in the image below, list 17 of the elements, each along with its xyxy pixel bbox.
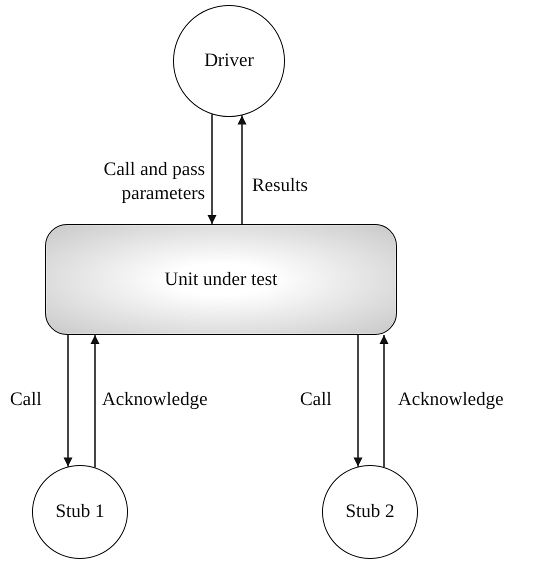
node-label: Stub 1 bbox=[55, 501, 105, 523]
node-label: Driver bbox=[204, 50, 254, 72]
edge-label: Acknowledge bbox=[398, 388, 505, 412]
arrow bbox=[238, 115, 246, 224]
edge-label: Results bbox=[252, 174, 309, 198]
module-box bbox=[45, 224, 397, 335]
edge-label: Call and pass parameters bbox=[102, 158, 205, 206]
arrow bbox=[354, 335, 362, 466]
edge-label: Call bbox=[300, 388, 333, 412]
arrow bbox=[64, 335, 72, 466]
edge-label: Acknowledge bbox=[102, 388, 209, 412]
arrow bbox=[90, 335, 100, 468]
arrow bbox=[380, 335, 388, 468]
node-label: Stub 2 bbox=[345, 501, 395, 523]
node-label: Unit under test bbox=[164, 268, 278, 290]
arrow bbox=[208, 114, 216, 224]
edge-label: Call bbox=[10, 388, 43, 412]
